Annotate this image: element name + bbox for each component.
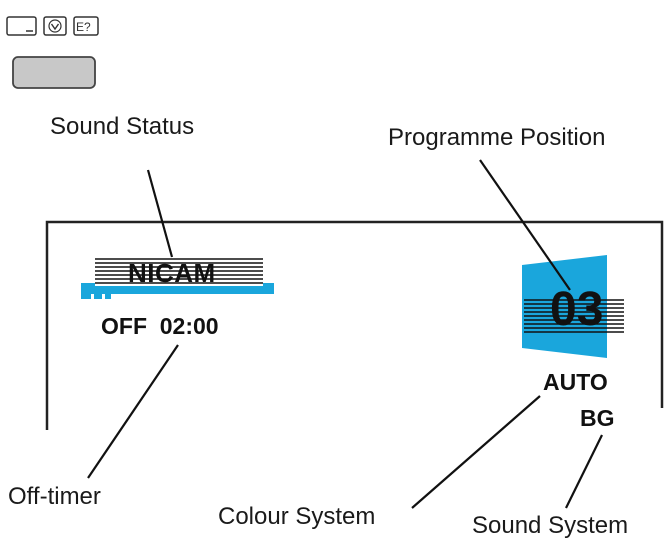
programme-position-label: Programme Position	[388, 124, 606, 151]
sound-status-leader	[146, 169, 174, 258]
tv-screen-frame	[45, 220, 664, 430]
down-arrow-box-icon	[43, 16, 67, 36]
off-timer-leader	[87, 344, 179, 479]
svg-text:E?: E?	[76, 20, 91, 34]
nicam-text: NICAM	[128, 258, 216, 288]
sound-system-label: Sound System	[472, 512, 629, 539]
colour-system-label: Colour System	[218, 503, 376, 530]
programme-position-leader	[479, 159, 571, 291]
off-timer-value: OFF 02:00	[101, 313, 219, 339]
sound-system-leader	[565, 434, 603, 509]
sound-status-label: Sound Status	[50, 113, 195, 140]
colour-system-leader	[411, 395, 541, 509]
tv-icon	[6, 16, 37, 36]
teletext-info-icon: E?	[73, 16, 99, 36]
colour-system-value: AUTO	[543, 369, 608, 395]
off-timer-label: Off-timer	[8, 483, 101, 510]
remote-key-button[interactable]	[12, 56, 96, 89]
nicam-indicator	[81, 258, 274, 299]
programme-number: 03	[550, 283, 604, 336]
sound-system-value: BG	[580, 405, 615, 431]
programme-position-indicator	[522, 255, 624, 358]
